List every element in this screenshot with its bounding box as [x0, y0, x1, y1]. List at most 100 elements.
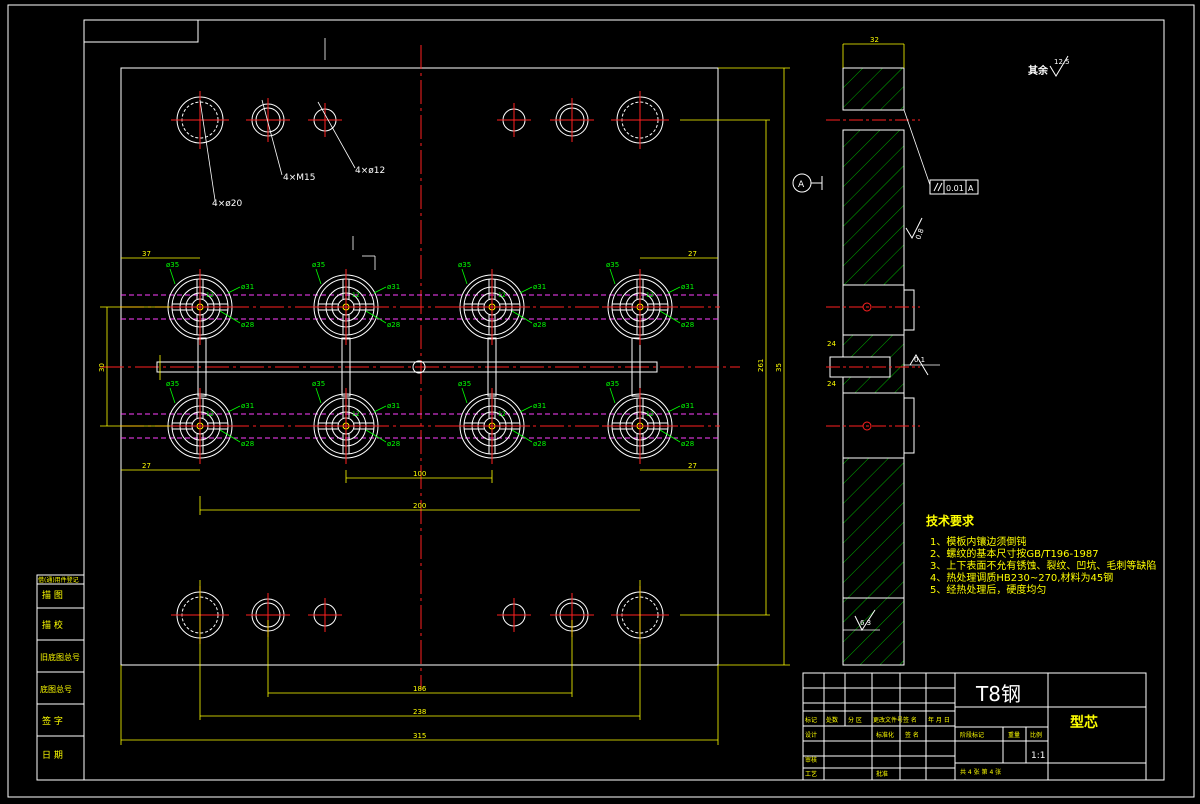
dimension-lines [100, 43, 904, 745]
dim-left-bottom-27: 27 [142, 462, 151, 470]
tech-item-5: 5、经热处理后，硬度均匀 [930, 583, 1046, 596]
hole12-callout: 4×ø12 [355, 166, 385, 176]
tb-header-1: 处数 [826, 716, 838, 724]
dim-right-top-27: 27 [688, 250, 697, 258]
tech-item-4: 4、热处理调质HB230~270,材料为45钢 [930, 571, 1113, 584]
svg-text:0.1: 0.1 [914, 356, 925, 364]
hole-12 [497, 598, 531, 632]
side-row-6: 日 期 [42, 750, 63, 761]
tb-review: 审核 [805, 756, 817, 764]
tb-stage: 阶段标记 [960, 731, 984, 739]
cavity-d31-label: ø31 [387, 402, 400, 410]
side-row-3: 旧底图总号 [40, 652, 80, 662]
parallelism-value: 0.01 [946, 184, 964, 193]
holem15-callout: 4×M15 [283, 173, 315, 183]
cavity-d35-label: ø35 [606, 261, 619, 269]
cavities: ø35ø31ø2812ø35ø31ø2812ø35ø31ø2812ø35ø31ø… [162, 261, 694, 464]
cavity-d35-label: ø35 [458, 380, 471, 388]
tb-header-3: 更改文件号 [873, 716, 903, 724]
tb-part-name: 型芯 [1070, 714, 1098, 731]
datum-letter: A [798, 180, 805, 190]
dim-261: 261 [757, 359, 765, 372]
sprue-circle [412, 360, 426, 374]
cavity-d35-label: ø35 [166, 261, 179, 269]
cavity-d28-label: ø28 [387, 321, 400, 329]
tb-material: T8钢 [975, 682, 1021, 706]
dim-238: 238 [413, 708, 426, 716]
tb-weight: 重量 [1008, 731, 1020, 739]
corner-code-box [83, 19, 199, 43]
cavity-d12-label: 12 [498, 292, 506, 299]
datum-symbol: A [792, 173, 823, 193]
side-row-2: 描 校 [42, 619, 63, 631]
tech-title: 技术要求 [926, 513, 975, 528]
dim-pitch-100: 100 [413, 470, 426, 478]
tech-item-1: 1、模板内镶边须倒钝 [930, 535, 1026, 548]
callout-leaders [199, 38, 376, 270]
tech-item-2: 2、螺纹的基本尺寸按GB/T196-1987 [930, 547, 1099, 560]
side-row-5: 签 字 [42, 715, 63, 727]
cavity-d31-label: ø31 [681, 402, 694, 410]
cavity-d12-label: 12 [206, 411, 214, 418]
tb-scale-value: 1:1 [1031, 751, 1045, 761]
parallelism-frame: 0.01 A [903, 109, 979, 195]
dim-side-32: 32 [870, 36, 879, 44]
cavity-d12-label: 12 [206, 292, 214, 299]
tb-standard: 标准化 [876, 731, 894, 739]
cavity-d35-label: ø35 [458, 261, 471, 269]
dim-186: 186 [413, 685, 427, 693]
dim-pitch-200: 200 [413, 502, 426, 510]
hole20-callout: 4×ø20 [212, 199, 242, 209]
hole-20 [171, 91, 229, 149]
cavity-d35-label: ø35 [166, 380, 179, 388]
tb-header-0: 标记 [805, 716, 817, 724]
cavity-d28-label: ø28 [387, 440, 400, 448]
dim-315: 315 [413, 732, 426, 740]
cavity-d31-label: ø31 [681, 283, 694, 291]
roughness-rest: 其余 12.5 [1028, 55, 1070, 77]
roughness-rest-label: 其余 [1028, 64, 1049, 77]
dim-35v: 35 [775, 363, 783, 372]
cavity-d35-label: ø35 [312, 261, 325, 269]
side-row-1: 描 图 [42, 589, 63, 601]
tb-sign: 签 名 [905, 731, 919, 739]
cavity-d12-label: 12 [498, 411, 506, 418]
roughness-b: 0.1 [904, 354, 940, 376]
sheet-inner-frame [83, 19, 1165, 781]
cavity-d28-label: ø28 [533, 321, 546, 329]
hole-m15 [246, 98, 290, 142]
cavity-d35-label: ø35 [312, 380, 325, 388]
tb-scale: 比例 [1030, 731, 1042, 739]
hole-20 [611, 91, 669, 149]
hole-12 [308, 598, 342, 632]
side-row-4: 底图总号 [40, 684, 72, 694]
dim-side-24-a: 24 [827, 340, 836, 348]
hole-12 [308, 103, 342, 137]
cooling-channels [121, 294, 720, 439]
cavity-d28-label: ø28 [241, 440, 254, 448]
tb-header-5: 年 月 日 [928, 716, 950, 724]
dim-side-24-b: 24 [827, 380, 836, 388]
cavity-d12-label: 12 [352, 292, 360, 299]
cavity-d28-label: ø28 [533, 440, 546, 448]
dimension-texts: 37 27 27 27 200 100 186 238 315 32 24 24… [98, 36, 879, 740]
side-section-view [826, 44, 920, 666]
cavity-d28-label: ø28 [681, 440, 694, 448]
tb-process: 工艺 [805, 770, 817, 778]
svg-text:6.3: 6.3 [860, 619, 871, 627]
cavity-d12-label: 12 [646, 411, 654, 418]
cavity-d31-label: ø31 [533, 283, 546, 291]
centerlines [100, 45, 740, 690]
title-block-labels: 标记 处数 分 区 更改文件号 签 名 年 月 日 设计 标准化 签 名 审核 … [805, 716, 1042, 778]
roughness-c: 6.3 [843, 609, 880, 632]
dim-right-bottom-27: 27 [688, 462, 697, 470]
